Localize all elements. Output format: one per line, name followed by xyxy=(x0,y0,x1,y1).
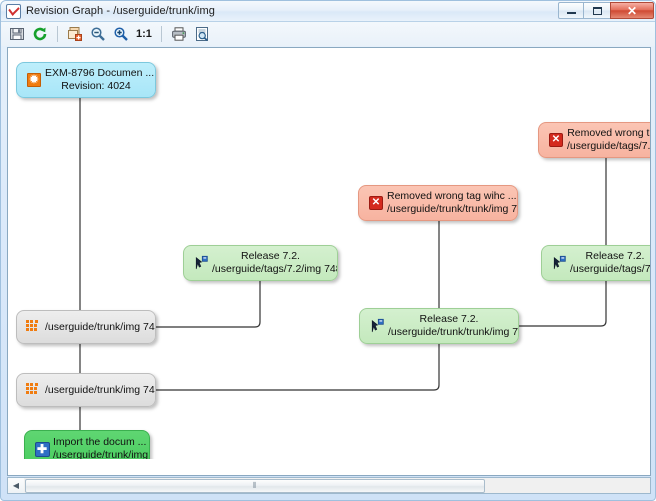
close-button[interactable]: ✕ xyxy=(610,2,654,19)
node-label-line1: Release 7.2. xyxy=(585,250,645,262)
close-icon: ✕ xyxy=(626,3,638,18)
node-label-line2: /userguide/trunk/trunk/img 749 xyxy=(387,203,517,215)
node-label: Removed wrong tru/userguide/tags/7.2/tr xyxy=(567,127,650,153)
revision-node-release-72-trunk-img-747[interactable]: Release 7.2./userguide/trunk/trunk/img 7… xyxy=(359,308,519,344)
toolbar-separator xyxy=(57,26,58,42)
scrollbar-grip-icon: ⦀ xyxy=(252,480,258,490)
node-label: /userguide/trunk/img 746 xyxy=(45,384,155,397)
revision-node-release-72-tags-img-748[interactable]: Release 7.2./userguide/tags/7.2/img 748 xyxy=(183,245,338,281)
tag-flag-icon-wrap xyxy=(548,255,570,271)
tag-flag-icon-wrap xyxy=(190,255,212,271)
node-label: Release 7.2./userguide/tags/7.2/img 748 xyxy=(212,250,337,276)
added-plus-icon: ✚ xyxy=(34,441,50,457)
node-label-line2: Revision: 4024 xyxy=(61,80,131,92)
node-label-line1: Release 7.2. xyxy=(419,313,479,325)
printer-icon xyxy=(172,27,186,41)
revision-node-removed-wrong-tag-749[interactable]: ✕ Removed wrong tag wihc .../userguide/tr… xyxy=(358,185,518,221)
tortoise-svn-icon xyxy=(6,3,21,19)
overlay-button[interactable] xyxy=(65,24,85,44)
added-plus-icon-wrap: ✚ xyxy=(31,441,53,457)
revision-node-import-the-document[interactable]: ✚Import the docum .../userguide/trunk/im… xyxy=(24,430,150,459)
deleted-x-icon: ✕ xyxy=(369,196,383,210)
window-controls: ✕ xyxy=(558,2,654,19)
graph-canvas-container[interactable]: ✹ EXM-8796 Documen ...Revision: 4024 ✕ Remo… xyxy=(7,47,651,476)
node-label: Release 7.2./userguide/tags/7.2/tr xyxy=(570,250,650,276)
zoom-in-icon xyxy=(114,27,128,41)
tag-flag-icon xyxy=(551,255,567,271)
node-label: EXM-8796 Documen ...Revision: 4024 xyxy=(45,67,155,93)
edge-rel747-to-trunk746 xyxy=(156,344,440,391)
maximize-icon xyxy=(592,6,602,15)
revision-graph-canvas[interactable]: ✹ EXM-8796 Documen ...Revision: 4024 ✕ Remo… xyxy=(8,48,650,459)
modified-dots-icon xyxy=(26,383,42,397)
node-label-line2: /userguide/tags/7.2/tr xyxy=(567,140,650,152)
revision-node-userguide-trunk-img-746[interactable]: /userguide/trunk/img 746 xyxy=(16,373,156,407)
zoom-out-button[interactable] xyxy=(88,24,108,44)
node-label: Release 7.2./userguide/trunk/trunk/img 7… xyxy=(388,313,518,339)
tag-flag-icon xyxy=(369,318,385,334)
modified-star-icon-wrap: ✹ xyxy=(23,73,45,87)
node-label-line2: /userguide/tags/7.2/tr xyxy=(570,263,650,275)
node-label: Removed wrong tag wihc .../userguide/tru… xyxy=(387,190,517,216)
minimize-icon xyxy=(566,12,576,14)
modified-star-icon: ✹ xyxy=(27,73,41,87)
minimize-button[interactable] xyxy=(558,2,584,19)
maximize-button[interactable] xyxy=(584,2,610,19)
save-button[interactable] xyxy=(7,24,27,44)
toolbar-separator-2 xyxy=(160,26,162,42)
deleted-x-icon: ✕ xyxy=(549,133,563,147)
node-label-line2: /userguide/trunk/img 2 xyxy=(53,449,149,459)
save-icon xyxy=(10,28,24,40)
chevron-left-icon: ◀ xyxy=(12,481,20,490)
tag-flag-icon-wrap xyxy=(366,318,388,334)
window-title: Revision Graph - /userguide/trunk/img xyxy=(26,5,215,17)
revision-node-release-72-tags-right[interactable]: Release 7.2./userguide/tags/7.2/tr xyxy=(541,245,650,281)
scroll-left-button[interactable]: ◀ xyxy=(8,478,24,493)
horizontal-scrollbar[interactable]: ◀ ⦀ xyxy=(7,477,651,494)
tag-flag-icon xyxy=(193,255,209,271)
node-label-line1: Import the docum ... xyxy=(53,436,147,448)
print-preview-icon xyxy=(195,27,208,42)
node-label-line2: /userguide/trunk/trunk/img 747 xyxy=(388,326,518,338)
node-label-line1: Removed wrong tru xyxy=(567,127,650,139)
print-button[interactable] xyxy=(169,24,189,44)
overlay-icon xyxy=(68,27,82,41)
node-label-line1: EXM-8796 Documen ... xyxy=(45,67,155,79)
revision-node-4024[interactable]: ✹ EXM-8796 Documen ...Revision: 4024 xyxy=(16,62,156,98)
zoom-in-button[interactable] xyxy=(111,24,131,44)
refresh-icon xyxy=(33,27,47,41)
deleted-x-icon-wrap: ✕ xyxy=(545,133,567,147)
modified-dots-icon xyxy=(26,320,42,334)
node-label-line1: Removed wrong tag wihc ... xyxy=(387,190,517,202)
node-label: Import the docum .../userguide/trunk/img… xyxy=(53,436,149,459)
node-label-line1: Release 7.2. xyxy=(241,250,300,262)
revision-node-userguide-trunk-img-747[interactable]: /userguide/trunk/img 747 xyxy=(16,310,156,344)
refresh-button[interactable] xyxy=(30,24,50,44)
zoom-reset-button[interactable]: 1:1 xyxy=(134,24,154,44)
deleted-x-icon-wrap: ✕ xyxy=(365,196,387,210)
modified-dots-icon-wrap xyxy=(23,320,45,334)
node-label-line1: /userguide/trunk/img 747 xyxy=(45,320,155,333)
zoom-out-icon xyxy=(91,27,105,41)
node-label: /userguide/trunk/img 747 xyxy=(45,321,155,334)
node-label-line2: /userguide/tags/7.2/img 748 xyxy=(212,263,337,275)
zoom-level-label: 1:1 xyxy=(136,28,152,40)
modified-dots-icon-wrap xyxy=(23,383,45,397)
revision-node-removed-wrong-trunk[interactable]: ✕ Removed wrong tru/userguide/tags/7.2/tr xyxy=(538,122,650,158)
scrollbar-thumb[interactable]: ⦀ xyxy=(25,478,485,493)
node-label-line1: /userguide/trunk/img 746 xyxy=(45,383,155,396)
edge-tag748-to-trunk747 xyxy=(156,281,261,328)
edge-tag72r-to-rel747 xyxy=(519,281,607,327)
print-preview-button[interactable] xyxy=(192,24,212,44)
title-bar[interactable]: Revision Graph - /userguide/trunk/img ✕ xyxy=(1,1,655,22)
toolbar: 1:1 xyxy=(1,22,655,46)
